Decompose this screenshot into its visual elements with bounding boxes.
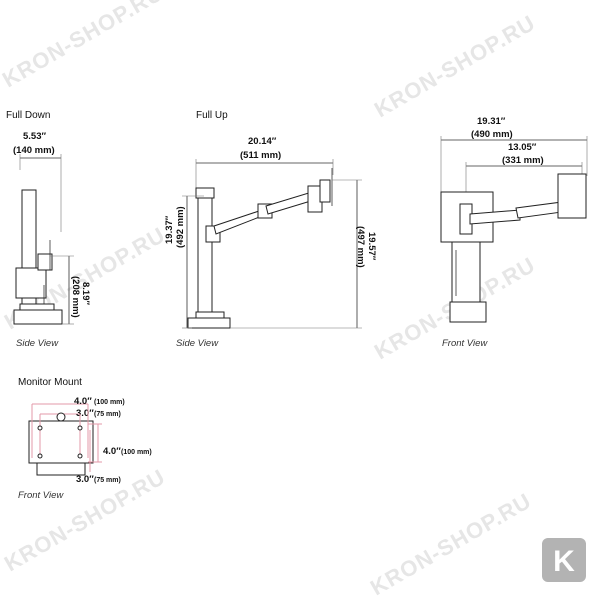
front-width-in: 19.31″ (477, 116, 506, 127)
full-up-stand (187, 168, 333, 329)
front-base (449, 301, 487, 323)
full-up-upper-arm (265, 191, 315, 215)
full-down-width-in: 5.53″ (23, 131, 46, 142)
vesa-plate-knob (56, 412, 66, 422)
front-section: 19.31″ (490 mm) 13.05″ (331 mm) Front Vi… (440, 116, 588, 349)
monitor-mount-title: Monitor Mount (18, 377, 82, 388)
full-up-head-plate (319, 179, 331, 203)
full-up-column-cap (195, 187, 215, 199)
full-down-arm-joint (37, 253, 53, 271)
front-width-mm: (490 mm) (471, 129, 513, 140)
front-column (451, 241, 481, 303)
full-up-height2-in: 19.57″ (366, 232, 377, 261)
full-up-height2-mm: (497 mm) (355, 226, 366, 268)
front-head-plate (557, 173, 587, 219)
vesa-v100-mm: (100 mm) (121, 449, 152, 456)
full-up-reach-in: 20.14″ (248, 136, 277, 147)
vesa-v100-in: 4.0″ (103, 446, 121, 457)
full-down-width-mm: (140 mm) (13, 145, 55, 156)
vesa-hole-br (77, 453, 83, 459)
vesa-plate (28, 404, 94, 476)
vesa-h75-mm: (75 mm) (94, 411, 121, 418)
front-reach-mm: (331 mm) (502, 155, 544, 166)
vesa-h100-mm: (100 mm) (94, 399, 125, 406)
front-lower-arm (469, 209, 521, 225)
watermark-2: KRON-SHOP.RU (370, 10, 540, 122)
full-up-lower-arm (213, 209, 263, 235)
vesa-h75-in: 3.0″ (76, 408, 94, 419)
vesa-h100-in: 4.0″ (74, 396, 92, 407)
full-up-height-in: 19.37″ (164, 215, 175, 244)
vesa-plate-bracket (36, 462, 86, 476)
monitor-mount-section: Monitor Mount 4.0″ (100 mm) 3.0″ (75 mm)… (18, 377, 152, 501)
front-reach-in: 13.05″ (508, 142, 537, 153)
kron-logo-badge (542, 538, 586, 582)
front-stand (440, 173, 587, 323)
front-upper-arm (515, 201, 563, 219)
full-down-stand (13, 189, 63, 325)
watermark-6: KRON-SHOP.RU (366, 488, 536, 600)
full-up-reach-mm: (511 mm) (240, 150, 281, 161)
full-up-title: Full Up (196, 110, 228, 121)
full-up-column (197, 187, 213, 319)
vesa-hole-tl (37, 425, 43, 431)
full-down-caption: Side View (16, 338, 59, 349)
full-down-title: Full Down (6, 110, 50, 121)
vesa-hole-bl (37, 453, 43, 459)
watermark-1: KRON-SHOP.RU (0, 0, 168, 92)
vesa-hole-tr (77, 425, 83, 431)
monitor-mount-caption: Front View (18, 490, 64, 501)
full-up-base (187, 317, 231, 329)
kron-logo: K (542, 538, 586, 582)
full-down-carriage (15, 267, 47, 299)
full-up-height-mm: (492 mm) (175, 206, 186, 248)
kron-logo-letter: K (553, 545, 575, 578)
full-up-section: Full Up 20.14″ (511 mm) 19.37″ (492 mm) (164, 110, 377, 349)
full-up-caption: Side View (176, 338, 219, 349)
full-down-height-in: 8.19″ (80, 282, 91, 305)
vesa-v75-in: 3.0″ (76, 474, 94, 485)
vesa-v75-mm: (75 mm) (94, 477, 121, 484)
full-down-height-mm: (208 mm) (70, 276, 81, 318)
full-down-base-clamp (19, 303, 55, 311)
full-down-base (13, 309, 63, 325)
full-up-base-clamp (195, 311, 225, 319)
full-down-section: Full Down 5.53″ (140 mm) 8.19″ (208 mm) … (6, 110, 91, 349)
front-caption: Front View (442, 338, 488, 349)
